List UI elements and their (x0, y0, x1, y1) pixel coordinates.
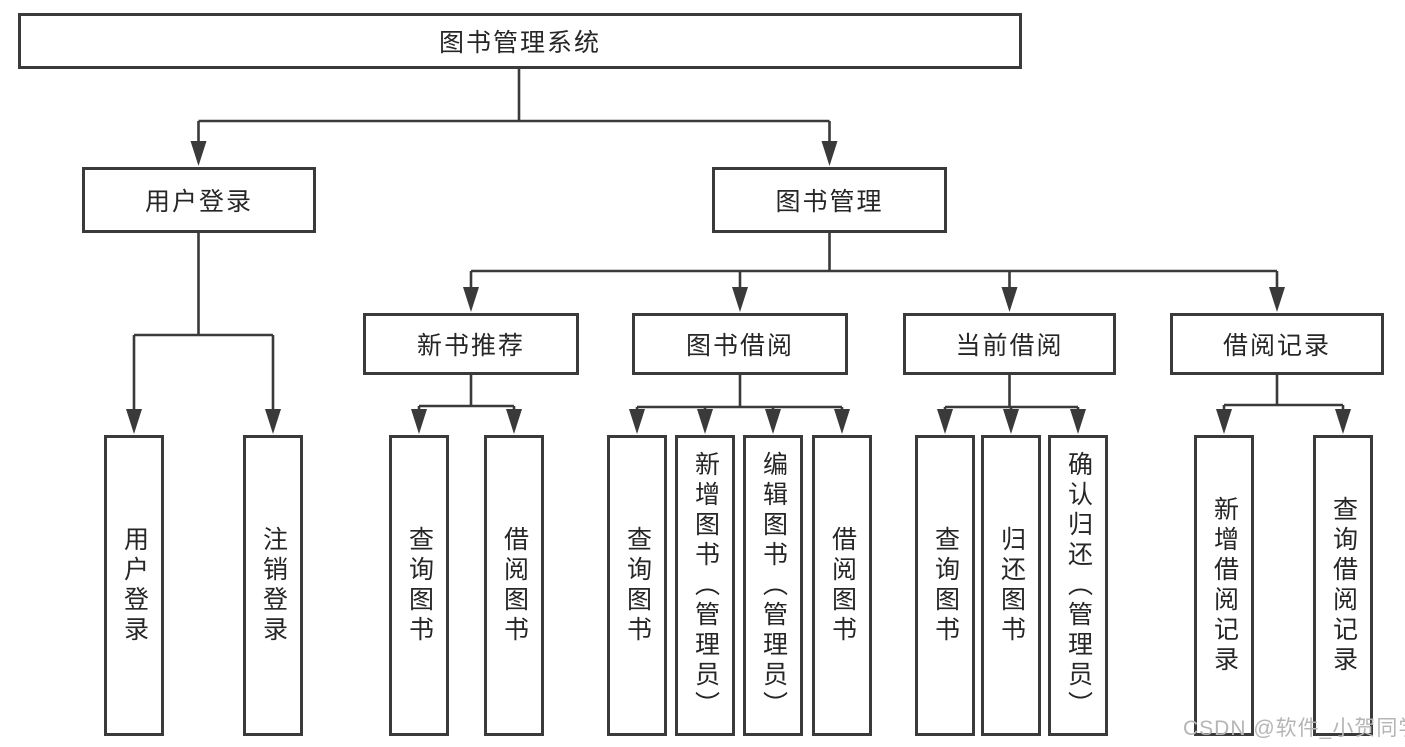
leaf-add-borrow-record: 新增借阅记录 (1194, 435, 1254, 736)
node-book-management: 图书管理 (712, 167, 947, 233)
leaf-query-borrow-record: 查询借阅记录 (1313, 435, 1373, 736)
leaf-confirm-return-admin: 确认归还（管理员） (1048, 435, 1108, 736)
node-borrowing-records: 借阅记录 (1170, 313, 1384, 375)
leaf-query-books-recommend: 查询图书 (389, 435, 449, 736)
leaf-query-books-borrowing: 查询图书 (607, 435, 667, 736)
leaf-query-books-current: 查询图书 (915, 435, 975, 736)
node-book-borrowing: 图书借阅 (632, 313, 848, 375)
node-current-borrowing: 当前借阅 (903, 313, 1116, 375)
leaf-add-books-admin: 新增图书（管理员） (675, 435, 735, 736)
leaf-return-books: 归还图书 (981, 435, 1041, 736)
csdn-watermark: CSDN @软件_小贺同学 (1183, 717, 1405, 740)
arrowheads (126, 141, 1351, 434)
leaf-edit-books-admin: 编辑图书（管理员） (743, 435, 803, 736)
leaf-user-login: 用户登录 (104, 435, 164, 736)
leaf-borrow-books: 借阅图书 (812, 435, 872, 736)
node-library-management-system: 图书管理系统 (18, 13, 1022, 69)
node-new-book-recommendation: 新书推荐 (363, 313, 579, 375)
node-user-login: 用户登录 (82, 167, 316, 233)
leaf-logout: 注销登录 (243, 435, 303, 736)
leaf-borrow-books-recommend: 借阅图书 (484, 435, 544, 736)
